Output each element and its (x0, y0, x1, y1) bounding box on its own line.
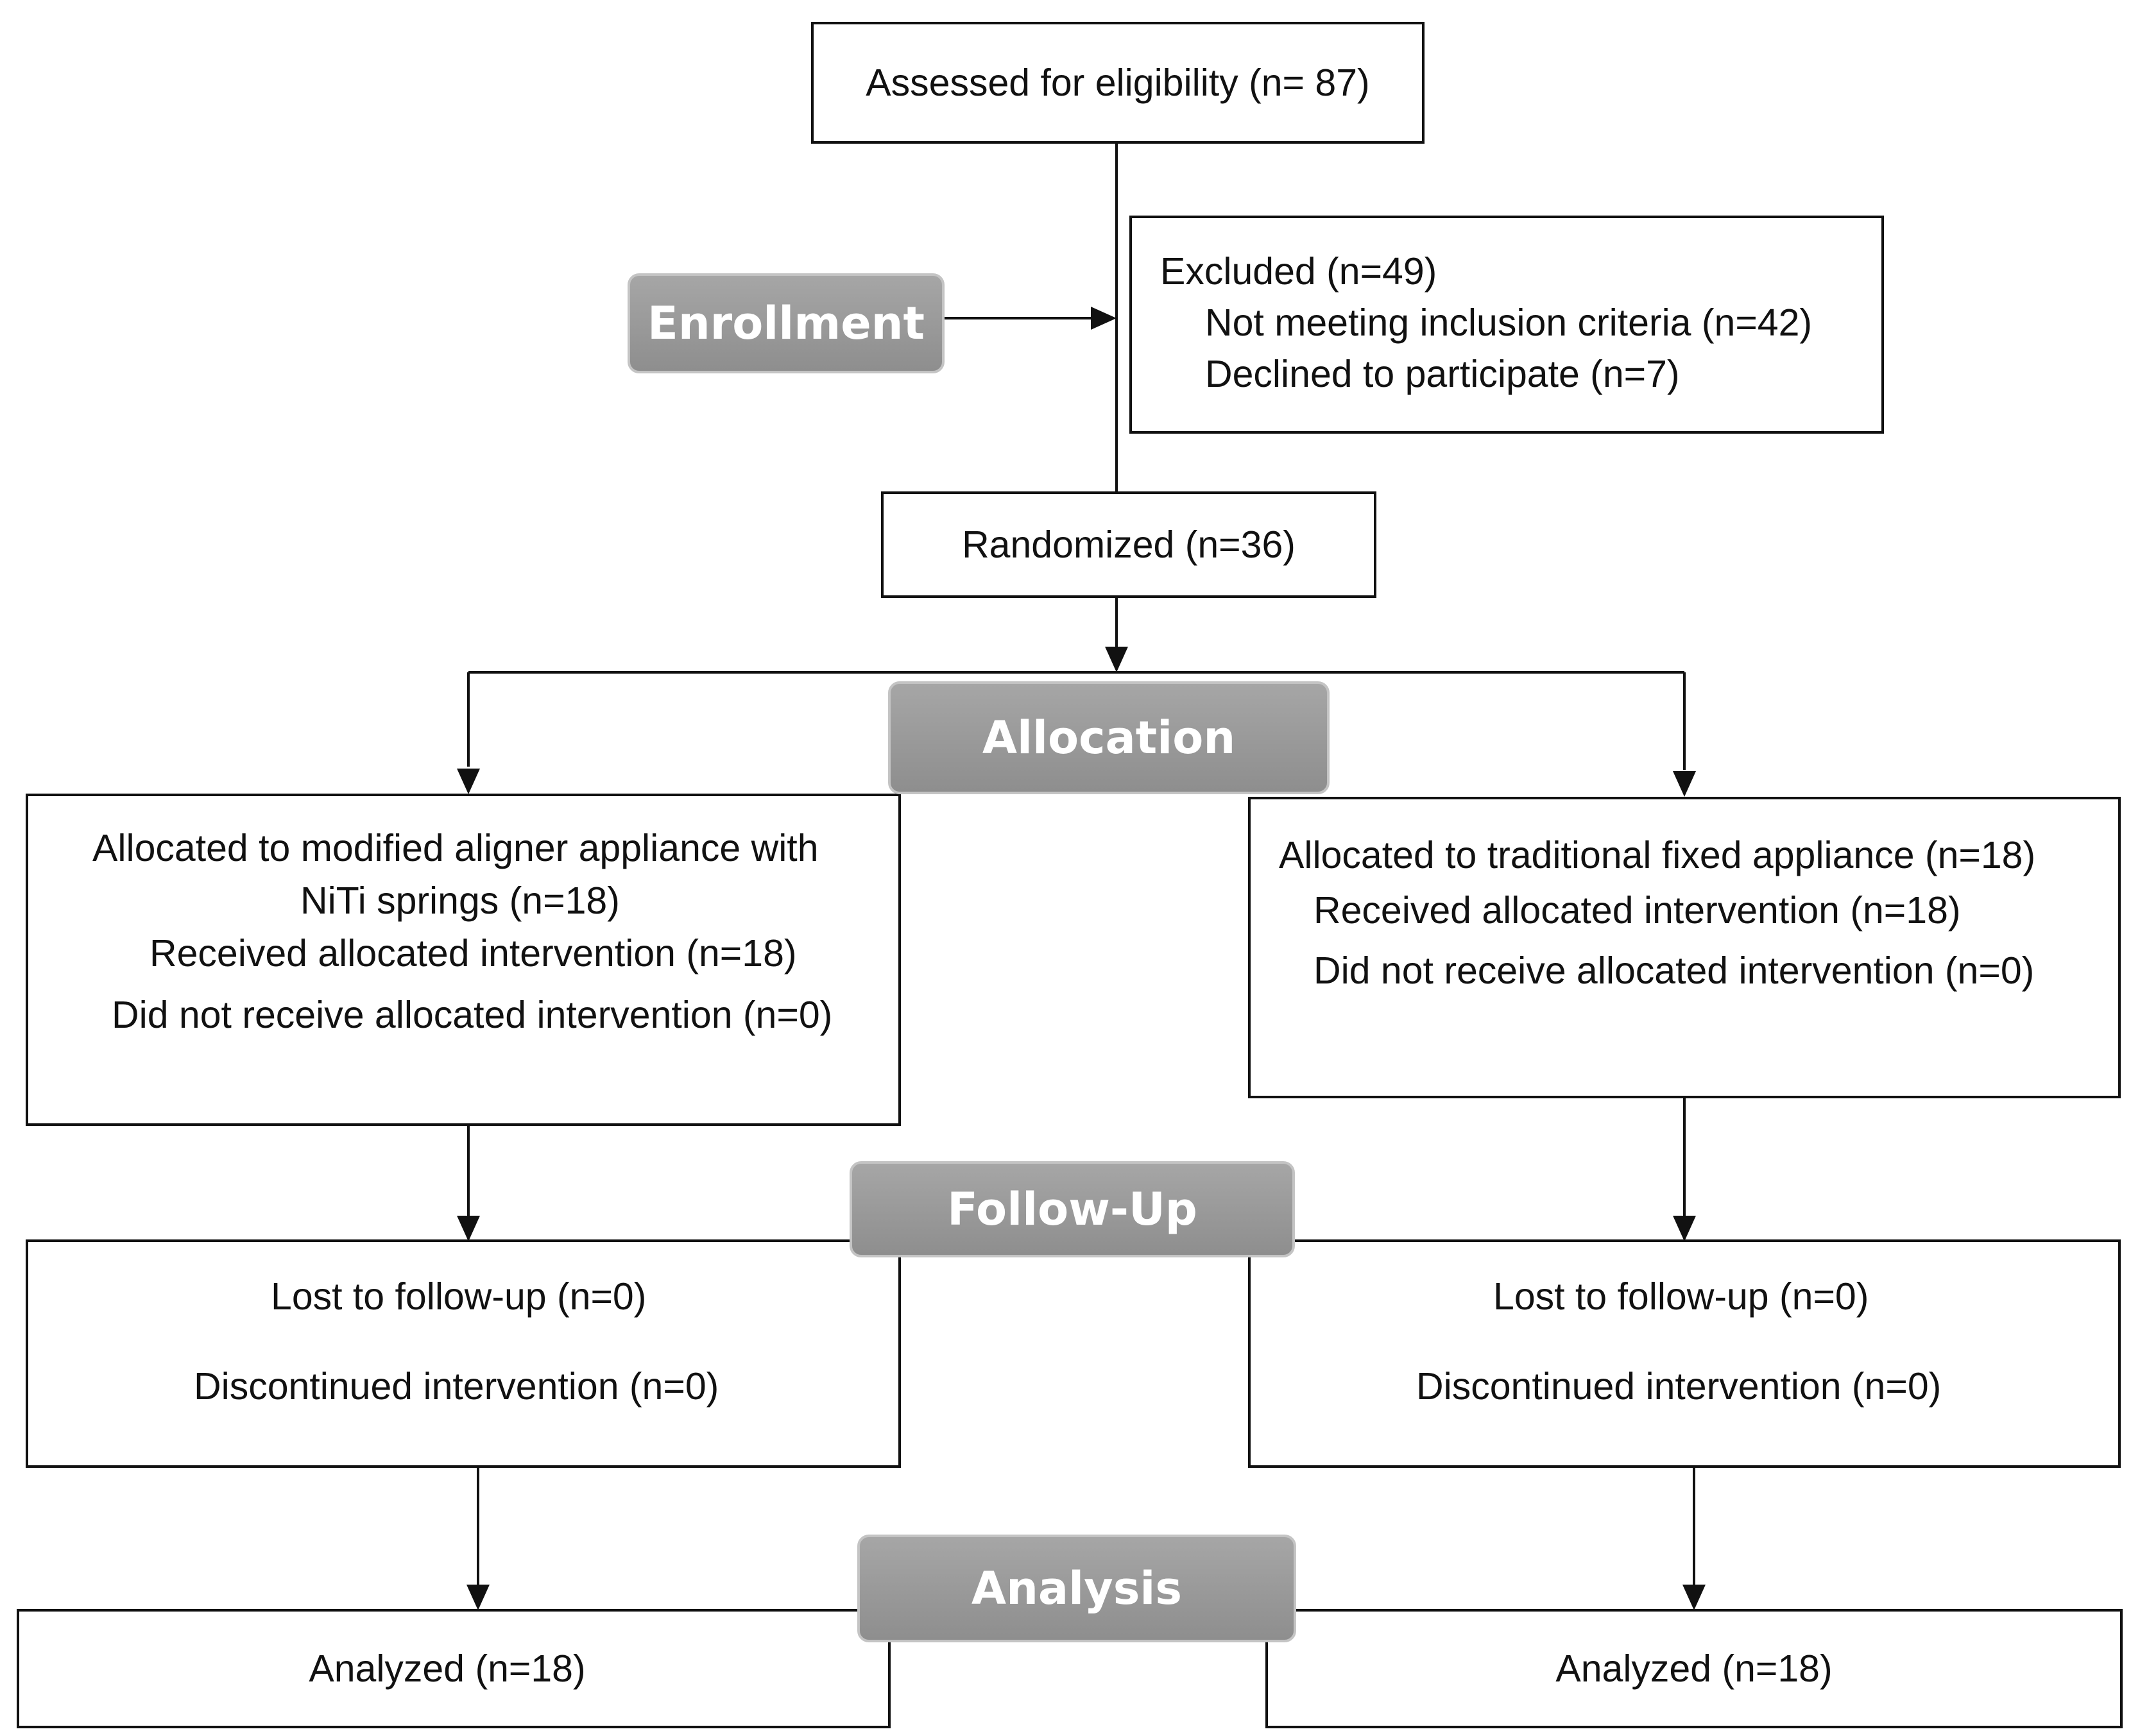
right-allocation-line-2: Received allocated intervention (n=18) (1314, 889, 1961, 932)
allocation-stage-text: Allocation (982, 711, 1236, 764)
right-analysis-box: Analyzed (n=18) (1265, 1609, 2123, 1728)
arrowhead-right-allocation (1673, 771, 1696, 797)
excluded-reason-1: Not meeting inclusion criteria (n=42) (1205, 302, 1813, 344)
arrowhead-left-followup (457, 1216, 480, 1241)
excluded-title: Excluded (n=49) (1160, 250, 1437, 293)
arrowhead-right-analysis (1682, 1585, 1706, 1610)
follow-up-stage-label: Follow-Up (850, 1161, 1295, 1257)
assessed-box: Assessed for eligibility (n= 87) (811, 22, 1425, 144)
excluded-reason-2: Declined to participate (n=7) (1205, 353, 1680, 395)
right-followup-box: Lost to follow-up (n=0) Discontinued int… (1248, 1239, 2121, 1468)
left-allocation-line-1: Allocated to modified aligner appliance … (92, 827, 819, 869)
arrowhead-split (1105, 647, 1128, 672)
left-allocation-line-3: Received allocated intervention (n=18) (150, 932, 797, 974)
arrowhead-right-followup (1673, 1216, 1696, 1241)
right-allocation-line-3: Did not receive allocated intervention (… (1314, 949, 2035, 992)
randomized-text: Randomized (n=36) (962, 523, 1296, 566)
left-followup-box: Lost to follow-up (n=0) Discontinued int… (26, 1239, 901, 1468)
right-analyzed-text: Analyzed (n=18) (1555, 1647, 1833, 1690)
left-lost-text: Lost to follow-up (n=0) (271, 1275, 647, 1318)
follow-up-stage-text: Follow-Up (947, 1183, 1197, 1236)
arrowhead-left-analysis (466, 1585, 490, 1610)
left-analyzed-text: Analyzed (n=18) (309, 1647, 586, 1690)
left-analysis-box: Analyzed (n=18) (17, 1609, 891, 1728)
enrollment-stage-text: Enrollment (647, 297, 925, 350)
excluded-box: Excluded (n=49) Not meeting inclusion cr… (1129, 216, 1884, 434)
left-discontinued-text: Discontinued intervention (n=0) (194, 1365, 719, 1408)
enrollment-stage-label: Enrollment (628, 273, 945, 373)
arrowhead-left-allocation (457, 769, 480, 794)
right-allocation-box: Allocated to traditional fixed appliance… (1248, 797, 2121, 1098)
assessed-text: Assessed for eligibility (n= 87) (866, 61, 1370, 104)
allocation-stage-label: Allocation (888, 681, 1330, 794)
arrowheads (457, 307, 1706, 1610)
right-allocation-line-1: Allocated to traditional fixed appliance… (1279, 834, 2036, 876)
left-allocation-line-4: Did not receive allocated intervention (… (112, 994, 833, 1036)
analysis-stage-label: Analysis (857, 1535, 1296, 1642)
left-allocation-box: Allocated to modified aligner appliance … (26, 794, 901, 1126)
right-discontinued-text: Discontinued intervention (n=0) (1416, 1365, 1942, 1408)
randomized-box: Randomized (n=36) (881, 491, 1376, 598)
right-lost-text: Lost to follow-up (n=0) (1493, 1275, 1869, 1318)
left-allocation-line-2: NiTi springs (n=18) (300, 880, 620, 922)
arrowhead-excluded (1091, 307, 1117, 330)
analysis-stage-text: Analysis (971, 1562, 1183, 1615)
